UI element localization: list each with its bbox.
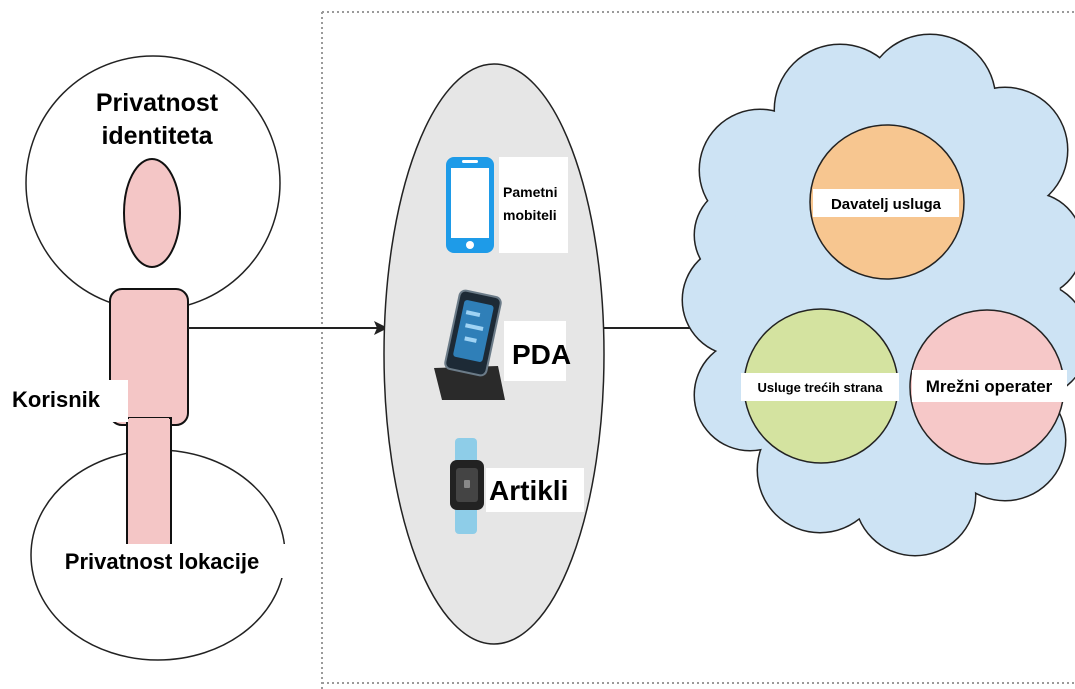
dotted-frame	[321, 11, 1075, 689]
wearable-label: Artikli	[489, 475, 568, 506]
third-party-label: Usluge trećih strana	[758, 380, 884, 395]
user-figure	[109, 158, 189, 554]
cloud-shape	[681, 33, 1075, 557]
network-operator-label: Mrežni operater	[926, 377, 1053, 396]
pda-icon	[434, 289, 505, 400]
wearable-icon	[450, 438, 484, 534]
service-provider-label: Davatelj usluga	[831, 196, 942, 213]
identity-privacy-label-line1: Privatnost	[96, 89, 219, 117]
arrow-user-to-devices	[188, 321, 388, 335]
smartphone-icon	[446, 157, 494, 253]
pda-label: PDA	[512, 339, 571, 370]
identity-privacy-label-line2: identiteta	[101, 122, 213, 150]
user-legs	[126, 417, 172, 554]
smartphone-label-line2: mobiteli	[503, 207, 557, 223]
user-label: Korisnik	[12, 387, 101, 412]
location-privacy-label: Privatnost lokacije	[65, 549, 259, 574]
smartphone-label-line1: Pametni	[503, 184, 557, 200]
user-head	[123, 158, 181, 268]
